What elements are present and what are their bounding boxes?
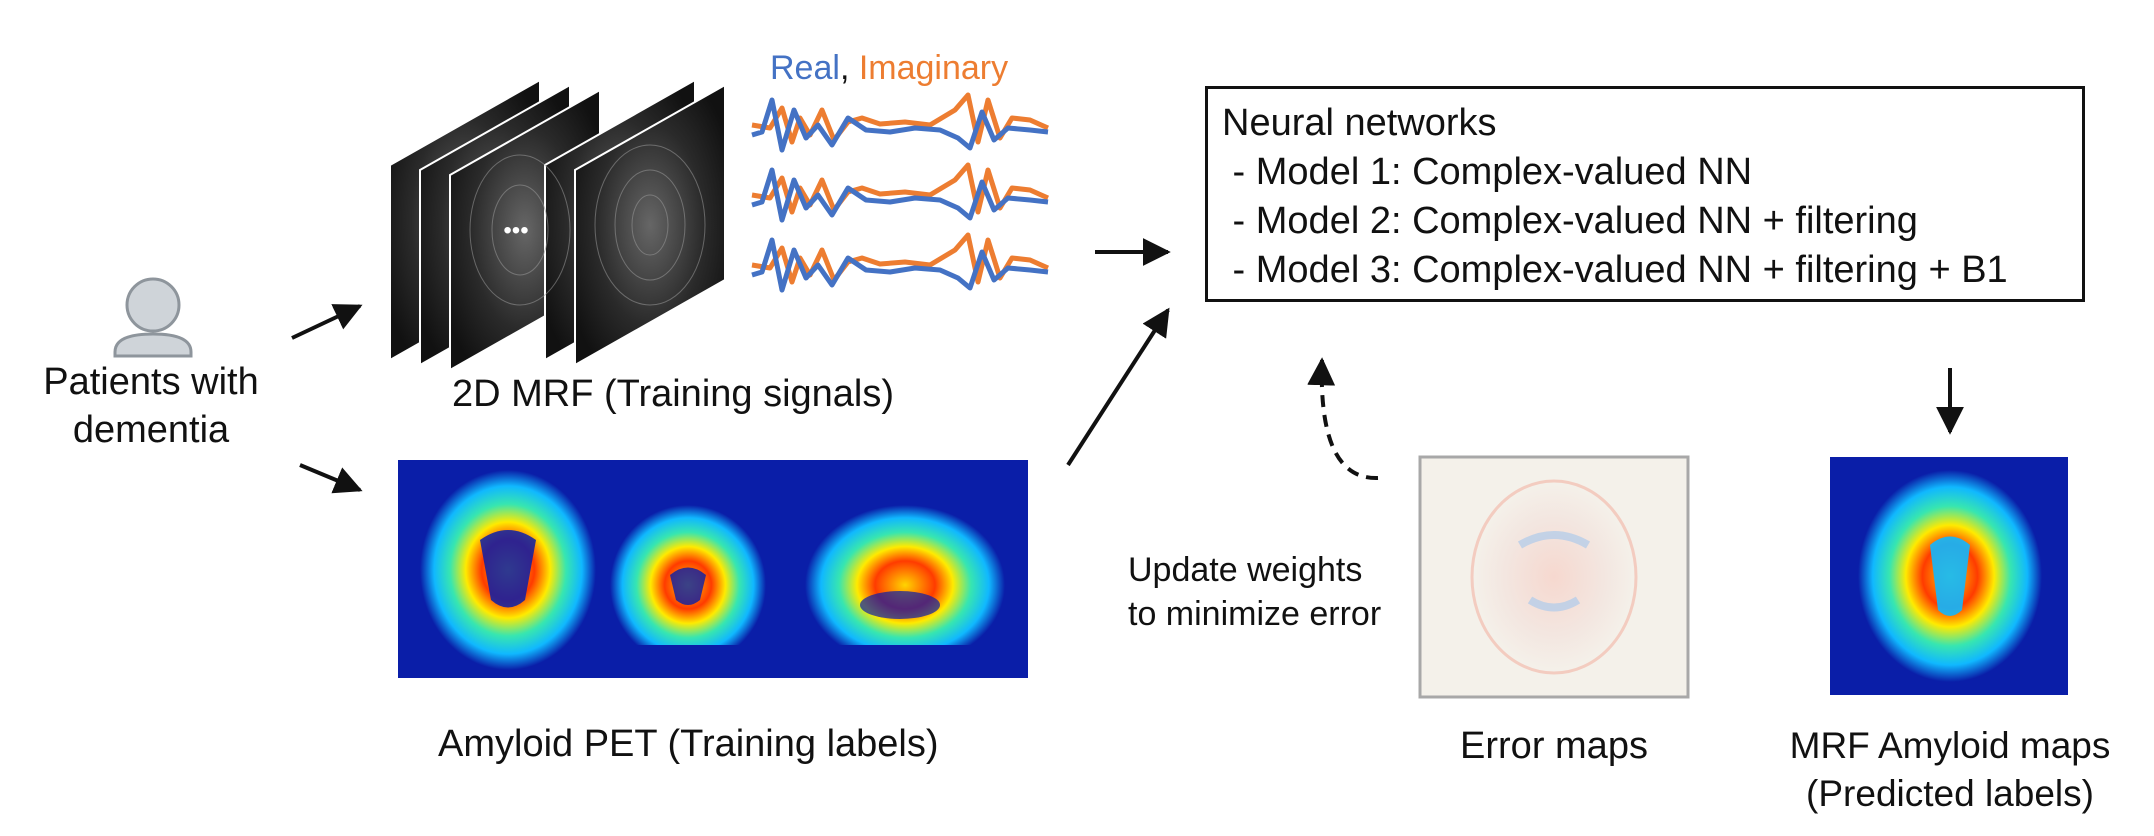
nn-model-1: - Model 1: Complex-valued NN <box>1222 151 1753 193</box>
nn-model-2: - Model 2: Complex-valued NN + filtering <box>1222 200 1918 242</box>
arrow-patient-to-pet <box>299 463 363 494</box>
patient-label-line1: Patients with <box>43 361 259 403</box>
update-line1: Update weights <box>1128 551 1363 589</box>
pet-sagittal-slice <box>795 505 1025 675</box>
update-weights-label: Update weights to minimize error <box>1128 548 1381 636</box>
imaginary-signal-1 <box>751 92 1050 145</box>
predicted-map-image <box>1830 457 2068 695</box>
person-icon <box>113 277 193 358</box>
mrf-swirl-texture <box>469 144 706 306</box>
real-signal-1 <box>751 97 1049 153</box>
arrow-error-feedback <box>1307 357 1379 481</box>
predicted-caption: MRF Amyloid maps (Predicted labels) <box>1740 722 2154 818</box>
arrow-patient-to-mrf <box>291 304 363 340</box>
patient-label: Patients with dementia <box>20 358 282 454</box>
neural-networks-box: Neural networks - Model 1: Complex-value… <box>1205 86 2085 302</box>
legend-imaginary: Imaginary <box>858 49 1009 87</box>
imaginary-signal-2 <box>751 162 1050 215</box>
signal-legend: Real, Imaginary <box>770 44 1008 92</box>
arrow-pet-to-nn <box>1066 307 1170 467</box>
mrf-ellipsis: ••• <box>503 217 528 244</box>
mrf-frame <box>574 83 726 367</box>
pet-axial-slice <box>420 470 596 670</box>
update-line2: to minimize error <box>1128 595 1382 633</box>
legend-real: Real <box>770 49 840 87</box>
patient-label-line2: dementia <box>72 409 230 451</box>
legend-separator: , <box>839 49 859 87</box>
pet-image-strip <box>398 460 1028 678</box>
nn-model-3: - Model 3: Complex-valued NN + filtering… <box>1222 249 2008 291</box>
pet-coronal-slice <box>600 505 780 675</box>
pet-caption: Amyloid PET (Training labels) <box>438 723 939 765</box>
real-signal-3 <box>751 237 1049 293</box>
nn-title: Neural networks <box>1222 102 1497 144</box>
imaginary-signal-3 <box>751 232 1050 285</box>
real-signal-2 <box>751 167 1049 223</box>
predicted-caption-line2: (Predicted labels) <box>1806 773 2094 814</box>
error-map-image <box>1418 455 1690 699</box>
mrf-image-stack <box>389 78 726 372</box>
predicted-caption-line1: MRF Amyloid maps <box>1789 725 2111 766</box>
signal-traces <box>751 92 1050 293</box>
mrf-caption: 2D MRF (Training signals) <box>452 373 895 415</box>
error-maps-caption: Error maps <box>1460 725 1648 767</box>
